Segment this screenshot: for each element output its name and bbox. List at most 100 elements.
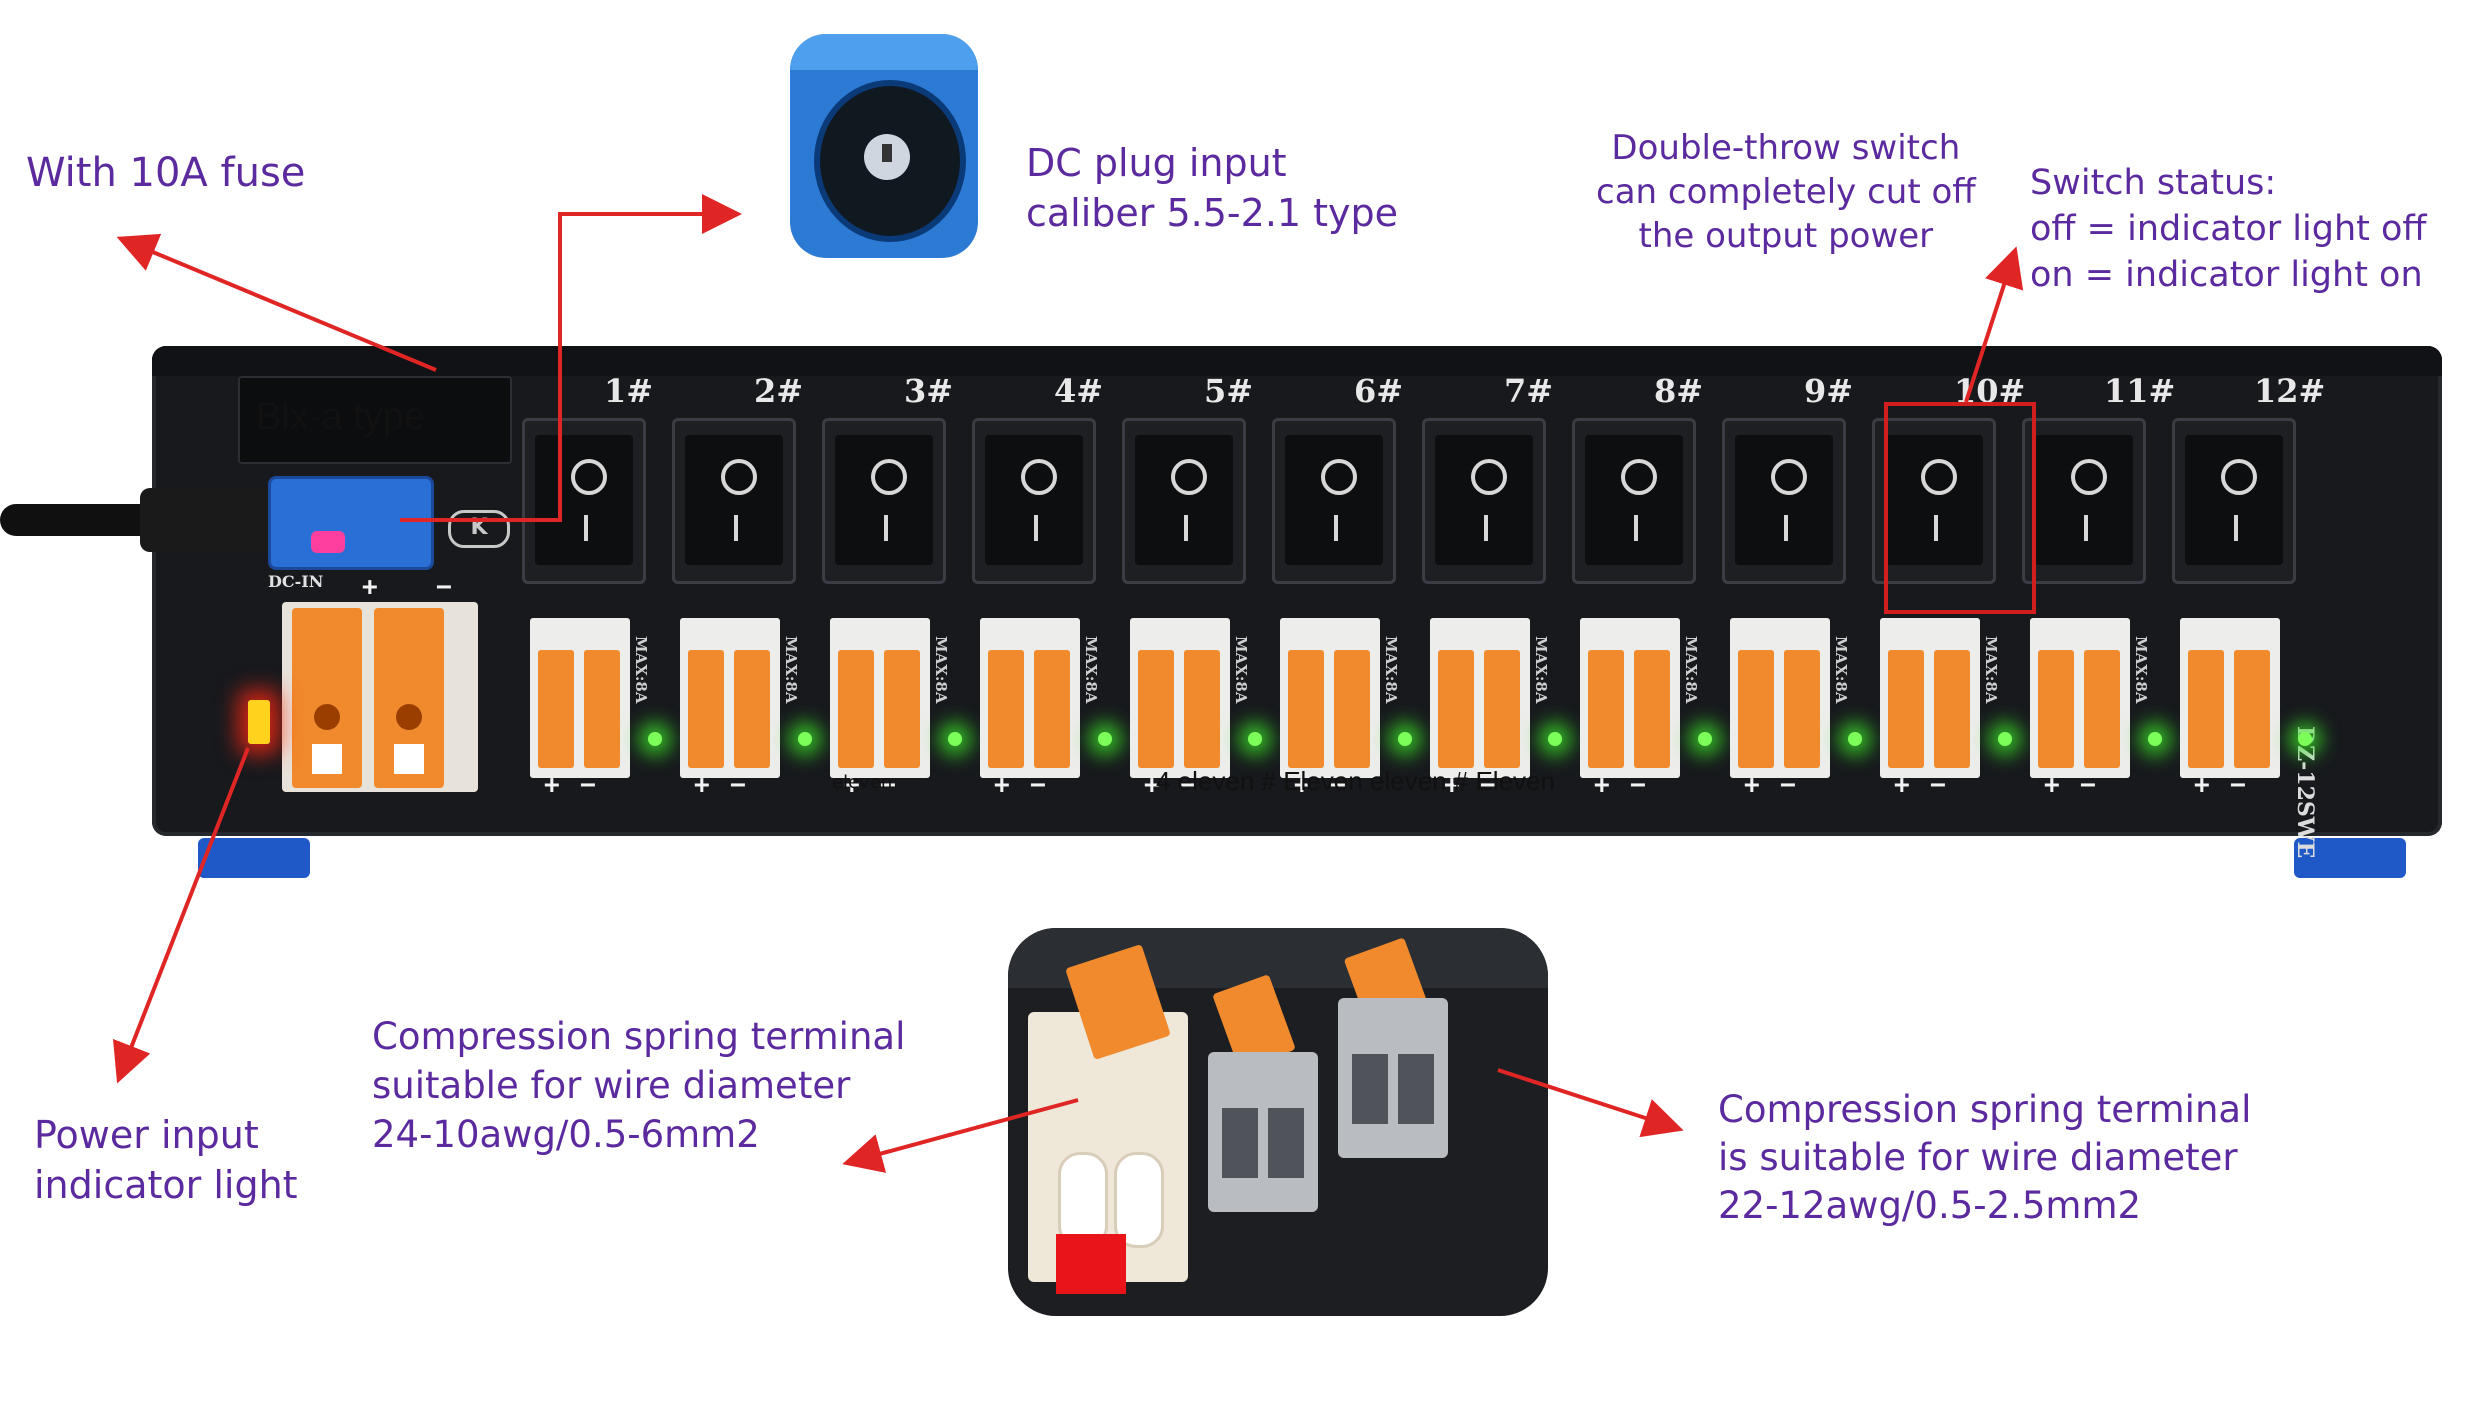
- terminal-lever-left[interactable]: [1888, 650, 1924, 768]
- on-symbol-icon: [2084, 515, 2088, 541]
- input-plus-label: +: [362, 572, 378, 602]
- rocker-11: [2035, 435, 2133, 565]
- rocker-switch-10[interactable]: [1872, 418, 1996, 584]
- output-terminal-9[interactable]: [1730, 618, 1830, 778]
- on-symbol-icon: [884, 515, 888, 541]
- dc-plug-body: [140, 488, 280, 552]
- indicator-led-11: [2148, 732, 2162, 746]
- terminal-lever-right[interactable]: [1934, 650, 1970, 768]
- rocker-8: [1585, 435, 1683, 565]
- terminal-plus-label: +: [2044, 770, 2060, 800]
- rocker-switch-11[interactable]: [2022, 418, 2146, 584]
- output-terminal-3[interactable]: [830, 618, 930, 778]
- terminal-plus-label: +: [544, 770, 560, 800]
- terminal-minus-label: −: [1780, 770, 1796, 800]
- terminal-minus-label: −: [1180, 770, 1196, 800]
- rocker-9: [1735, 435, 1833, 565]
- output-terminal-2[interactable]: [680, 618, 780, 778]
- terminal-lever-left[interactable]: [2188, 650, 2224, 768]
- output-terminal-4[interactable]: [980, 618, 1080, 778]
- output-terminal-11[interactable]: [2030, 618, 2130, 778]
- on-symbol-icon: [1484, 515, 1488, 541]
- indicator-led-6: [1398, 732, 1412, 746]
- output-terminal-1[interactable]: [530, 618, 630, 778]
- terminal-lever-left[interactable]: [2038, 650, 2074, 768]
- off-symbol-icon: [1321, 459, 1357, 495]
- rocker-4: [985, 435, 1083, 565]
- indicator-led-10: [1998, 732, 2012, 746]
- input-lever-left: [292, 608, 362, 788]
- terminal-rating-label: MAX:8A: [782, 636, 800, 704]
- double-throw-annotation: Double-throw switch can completely cut o…: [1596, 128, 1976, 256]
- terminal-lever-left[interactable]: [1288, 650, 1324, 768]
- off-symbol-icon: [1621, 459, 1657, 495]
- terminal-lever-right[interactable]: [1334, 650, 1370, 768]
- rocker-switch-8[interactable]: [1572, 418, 1696, 584]
- terminal-lever-right[interactable]: [1484, 650, 1520, 768]
- terminal-lever-left[interactable]: [838, 650, 874, 768]
- closeup-red-light: [1056, 1234, 1126, 1294]
- off-symbol-icon: [1921, 459, 1957, 495]
- terminal-lever-left[interactable]: [1138, 650, 1174, 768]
- terminal-lever-left[interactable]: [1738, 650, 1774, 768]
- terminal-rating-label: MAX:8A: [1232, 636, 1250, 704]
- dc-jack-photo: [790, 34, 978, 258]
- rocker-switch-5[interactable]: [1122, 418, 1246, 584]
- rocker-switch-6[interactable]: [1272, 418, 1396, 584]
- terminal-lever-right[interactable]: [1184, 650, 1220, 768]
- terminal-minus-label: −: [1330, 770, 1346, 800]
- power-indicator-annotation: Power input indicator light: [34, 1113, 298, 1207]
- off-symbol-icon: [1471, 459, 1507, 495]
- on-symbol-icon: [1784, 515, 1788, 541]
- right-terminal-annotation: Compression spring terminal is suitable …: [1718, 1088, 2252, 1227]
- rocker-switch-4[interactable]: [972, 418, 1096, 584]
- terminal-plus-label: +: [844, 770, 860, 800]
- channel-number-8: 8#: [1654, 372, 1704, 410]
- rocker-switch-7[interactable]: [1422, 418, 1546, 584]
- terminal-lever-right[interactable]: [2234, 650, 2270, 768]
- rocker-7: [1435, 435, 1533, 565]
- terminal-lever-right[interactable]: [2084, 650, 2120, 768]
- rocker-10: [1885, 435, 1983, 565]
- terminal-lever-left[interactable]: [1588, 650, 1624, 768]
- output-terminal-12[interactable]: [2180, 618, 2280, 778]
- terminal-rating-label: MAX:8A: [1832, 636, 1850, 704]
- output-terminal-10[interactable]: [1880, 618, 1980, 778]
- terminal-lever-right[interactable]: [1784, 650, 1820, 768]
- terminal-minus-label: −: [730, 770, 746, 800]
- terminal-minus-label: −: [1480, 770, 1496, 800]
- rocker-switch-3[interactable]: [822, 418, 946, 584]
- terminal-lever-left[interactable]: [1438, 650, 1474, 768]
- rocker-switch-9[interactable]: [1722, 418, 1846, 584]
- terminal-minus-label: −: [580, 770, 596, 800]
- terminal-lever-left[interactable]: [538, 650, 574, 768]
- output-terminal-6[interactable]: [1280, 618, 1380, 778]
- on-symbol-icon: [1034, 515, 1038, 541]
- indicator-led-1: [648, 732, 662, 746]
- input-terminal: [282, 602, 478, 792]
- mounting-foot-right: [2294, 838, 2406, 878]
- rocker-switch-1[interactable]: [522, 418, 646, 584]
- output-terminal-8[interactable]: [1580, 618, 1680, 778]
- terminal-lever-right[interactable]: [1034, 650, 1070, 768]
- terminal-lever-right[interactable]: [584, 650, 620, 768]
- indicator-led-8: [1698, 732, 1712, 746]
- terminal-lever-left[interactable]: [688, 650, 724, 768]
- terminal-plus-label: +: [694, 770, 710, 800]
- terminal-lever-right[interactable]: [884, 650, 920, 768]
- terminal-minus-label: −: [1930, 770, 1946, 800]
- rocker-switch-12[interactable]: [2172, 418, 2296, 584]
- terminal-plus-label: +: [1594, 770, 1610, 800]
- on-symbol-icon: [1184, 515, 1188, 541]
- output-terminal-5[interactable]: [1130, 618, 1230, 778]
- terminal-plus-label: +: [994, 770, 1010, 800]
- k-logo: K: [448, 510, 510, 548]
- terminal-lever-right[interactable]: [734, 650, 770, 768]
- output-terminal-7[interactable]: [1430, 618, 1530, 778]
- board-overlay-small: eleven: [832, 772, 893, 793]
- terminal-rating-label: MAX:8A: [932, 636, 950, 704]
- rocker-switch-2[interactable]: [672, 418, 796, 584]
- terminal-lever-left[interactable]: [988, 650, 1024, 768]
- terminal-lever-right[interactable]: [1634, 650, 1670, 768]
- off-symbol-icon: [2221, 459, 2257, 495]
